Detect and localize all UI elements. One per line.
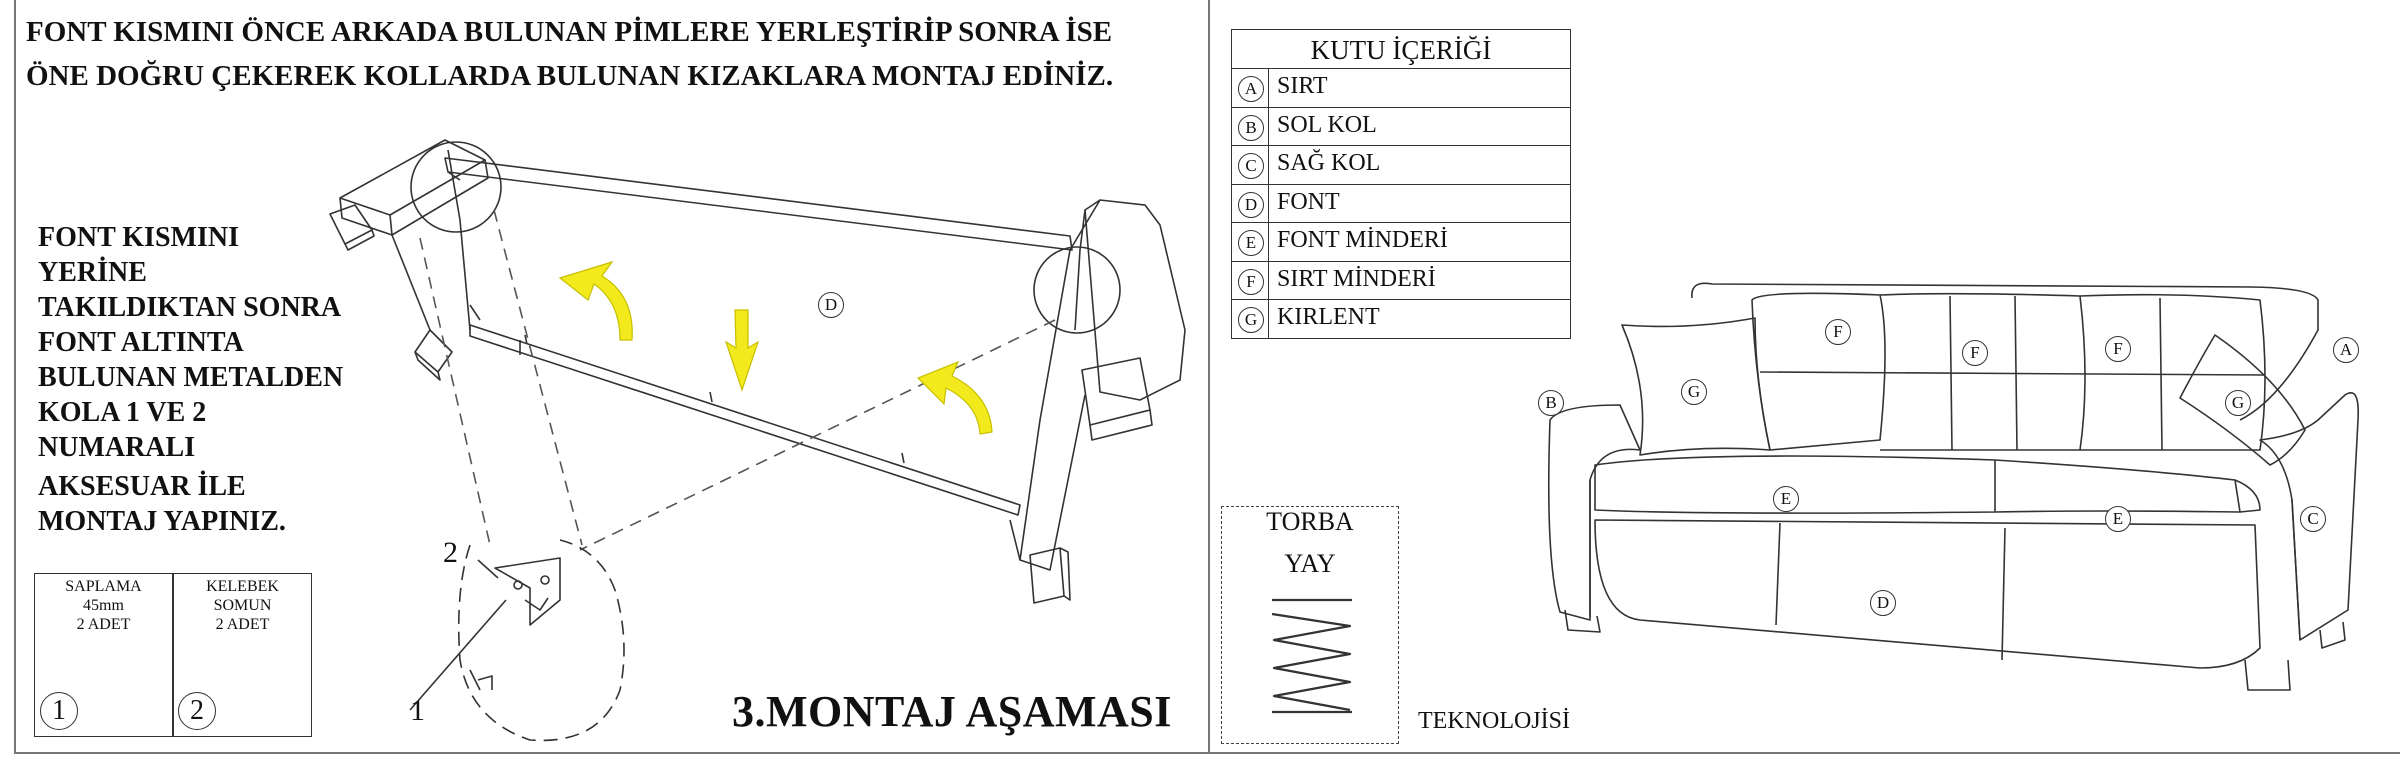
accessory-1-size: 45mm <box>83 597 124 614</box>
instruction-line: NUMARALI <box>38 432 196 463</box>
accessory-2-number: 2 <box>178 692 216 730</box>
sofa-label-c: C <box>2300 506 2326 532</box>
part-name: FONT MİNDERİ <box>1277 227 1448 253</box>
down-arrow <box>724 309 760 392</box>
sofa-label-f1: F <box>1825 319 1851 345</box>
part-name: FONT <box>1277 188 1340 215</box>
box-contents-row: C SAĞ KOL <box>1232 146 1570 185</box>
spring-box: TORBA YAY <box>1221 506 1399 744</box>
accessory-1-number: 1 <box>40 692 78 730</box>
part-letter: B <box>1238 114 1264 141</box>
accessory-2-qty: 2 ADET <box>215 616 270 633</box>
part-name: SAĞ KOL <box>1277 150 1381 176</box>
right-arm-drawing <box>1009 199 1186 604</box>
accessory-1-qty: 2 ADET <box>76 616 131 633</box>
sofa-label-e2: E <box>2105 506 2131 532</box>
detail-label-1: 1 <box>410 694 425 727</box>
accessory-1: SAPLAMA 45mm 2 ADET <box>35 577 172 739</box>
pillow-right <box>2179 334 2306 466</box>
instruction-line: BULUNAN METALDEN <box>38 362 344 393</box>
pillow-left <box>1621 317 1771 456</box>
sofa-label-g1: G <box>1681 379 1707 405</box>
spring-technology-caption: TEKNOLOJİSİ <box>1418 708 1570 734</box>
instruction-line: TAKILDIKTAN SONRA <box>38 292 342 323</box>
curved-arrow-right <box>916 360 993 435</box>
instruction-line: KOLA 1 VE 2 <box>38 397 207 428</box>
box-contents-row: G KIRLENT <box>1232 300 1570 338</box>
front-label-d: D <box>818 292 844 318</box>
left-arm-drawing <box>329 139 489 381</box>
box-contents-title: KUTU İÇERİĞİ <box>1232 30 1570 69</box>
part-letter: D <box>1238 191 1264 218</box>
instruction-line: MONTAJ YAPINIZ. <box>38 506 286 537</box>
row-divider <box>1268 223 1270 261</box>
row-divider <box>1268 261 1270 299</box>
accessory-2-size: SOMUN <box>213 597 272 614</box>
accessory-2: KELEBEK SOMUN 2 ADET <box>174 577 311 739</box>
sofa-label-f2: F <box>1962 340 1988 366</box>
accessory-2-name: KELEBEK <box>206 578 279 595</box>
spring-drawing <box>1271 598 1352 714</box>
part-letter: G <box>1238 307 1264 333</box>
instruction-line: FONT KISMINI <box>38 222 239 253</box>
instruction-line: AKSESUAR İLE <box>38 471 246 502</box>
box-contents-table: KUTU İÇERİĞİ A SIRT B SOL KOL C SAĞ KOL … <box>1231 29 1571 339</box>
accessories-divider <box>172 574 174 736</box>
sofa-label-a: A <box>2333 337 2359 363</box>
part-name: KIRLENT <box>1277 304 1380 330</box>
panel-divider <box>1208 0 1210 753</box>
left-detail-circle <box>410 141 502 233</box>
part-name: SIRT MİNDERİ <box>1277 265 1436 292</box>
sofa-label-e1: E <box>1773 486 1799 512</box>
assembly-heading: FONT KISMINI ÖNCE ARKADA BULUNAN PİMLERE… <box>26 10 1196 98</box>
part-letter: A <box>1238 76 1264 102</box>
front-beam-drawing <box>469 304 1021 516</box>
part-letter: E <box>1238 230 1264 256</box>
box-contents-row: E FONT MİNDERİ <box>1232 223 1570 262</box>
sofa-drawing <box>1547 282 2360 691</box>
spring-box-line2: YAY <box>1284 549 1336 578</box>
part-letter: F <box>1238 268 1264 295</box>
sofa-label-d: D <box>1870 590 1896 616</box>
sofa-label-b: B <box>1538 390 1564 416</box>
side-instructions: FONT KISMINI YERİNE TAKILDIKTAN SONRA FO… <box>38 220 378 539</box>
instruction-line: YERİNE <box>38 257 147 288</box>
page-border-left <box>14 0 16 753</box>
row-divider <box>1268 184 1270 222</box>
bracket-detail-drawing <box>409 539 625 742</box>
instruction-line: FONT ALTINTA <box>38 327 244 358</box>
heading-line-1: FONT KISMINI ÖNCE ARKADA BULUNAN PİMLERE… <box>26 16 1113 48</box>
row-divider <box>1268 107 1270 145</box>
box-contents-row: D FONT <box>1232 184 1570 223</box>
part-name: SIRT <box>1277 73 1328 99</box>
box-contents-row: F SIRT MİNDERİ <box>1232 261 1570 300</box>
row-divider <box>1268 69 1270 107</box>
sofa-label-g2: G <box>2225 390 2251 416</box>
part-name: SOL KOL <box>1277 111 1377 138</box>
row-divider <box>1268 146 1270 184</box>
detail-label-2: 2 <box>443 536 458 569</box>
row-divider <box>1268 300 1270 338</box>
back-beam-drawing <box>444 157 1073 251</box>
heading-line-2: ÖNE DOĞRU ÇEKEREK KOLLARDA BULUNAN KIZAK… <box>26 60 1114 92</box>
accessory-1-name: SAPLAMA <box>65 578 142 595</box>
page-border-bottom <box>14 752 2400 754</box>
spring-box-line1: TORBA <box>1266 507 1354 536</box>
stage-title: 3.MONTAJ AŞAMASI <box>732 687 1172 736</box>
box-contents-row: A SIRT <box>1232 69 1570 108</box>
sofa-label-f3: F <box>2105 336 2131 362</box>
curved-arrow-left <box>558 260 633 341</box>
right-detail-circle <box>1033 246 1121 334</box>
box-contents-row: B SOL KOL <box>1232 107 1570 146</box>
part-letter: C <box>1238 153 1264 179</box>
accessories-box: SAPLAMA 45mm 2 ADET KELEBEK SOMUN 2 ADET… <box>34 573 312 737</box>
